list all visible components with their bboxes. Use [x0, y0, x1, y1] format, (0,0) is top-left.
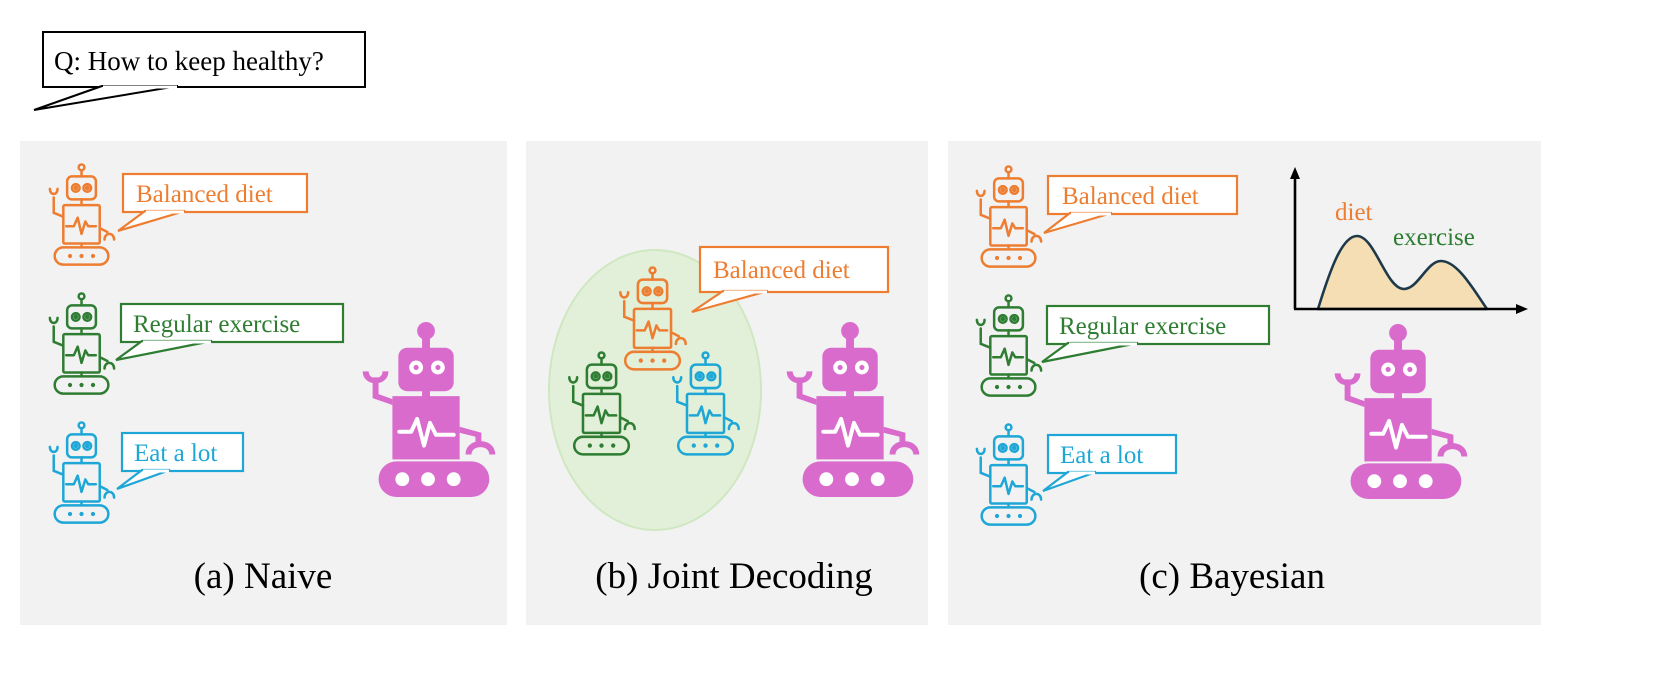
speech-bubble: Balanced diet [1043, 174, 1239, 235]
bubble-text: Eat a lot [1060, 442, 1143, 469]
panel-bayesian-background [948, 141, 1541, 625]
panel-bayesian: Balanced diet Regular exercise Eat a lot… [948, 141, 1541, 625]
ensemble-ellipse [548, 249, 762, 531]
bubble-text: Eat a lot [134, 440, 217, 467]
dist-label-exercise: exercise [1393, 224, 1475, 251]
panel-naive: Balanced diet Regular exercise Eat a lot… [20, 141, 507, 625]
speech-bubble: Eat a lot [116, 431, 245, 491]
bubble-text: Balanced diet [136, 181, 273, 208]
dist-label-diet: diet [1335, 199, 1373, 226]
distribution-plot: diet exercise [1290, 167, 1528, 314]
question-bubble: Q: How to keep healthy? [33, 31, 366, 111]
panel-caption: (a) Naive [194, 556, 333, 597]
panel-caption: (b) Joint Decoding [595, 556, 872, 597]
speech-bubble: Balanced diet [117, 172, 309, 233]
speech-bubble: Eat a lot [1042, 433, 1178, 493]
bubble-text: Balanced diet [1062, 183, 1199, 210]
panel-joint-decoding: Balanced diet (b) Joint Decoding [526, 141, 928, 625]
panel-caption: (c) Bayesian [1139, 556, 1325, 597]
speech-bubble: Balanced diet [691, 245, 890, 314]
question-text: Q: How to keep healthy? [54, 46, 324, 76]
distribution-curve [1316, 234, 1489, 311]
bubble-text: Regular exercise [133, 311, 300, 338]
speech-bubble: Regular exercise [1041, 304, 1271, 364]
x-axis-arrow [1516, 304, 1528, 314]
bubble-text: Balanced diet [713, 257, 850, 284]
bubble-text: Regular exercise [1059, 313, 1226, 340]
y-axis-arrow [1290, 167, 1300, 179]
speech-bubble: Regular exercise [115, 302, 345, 362]
